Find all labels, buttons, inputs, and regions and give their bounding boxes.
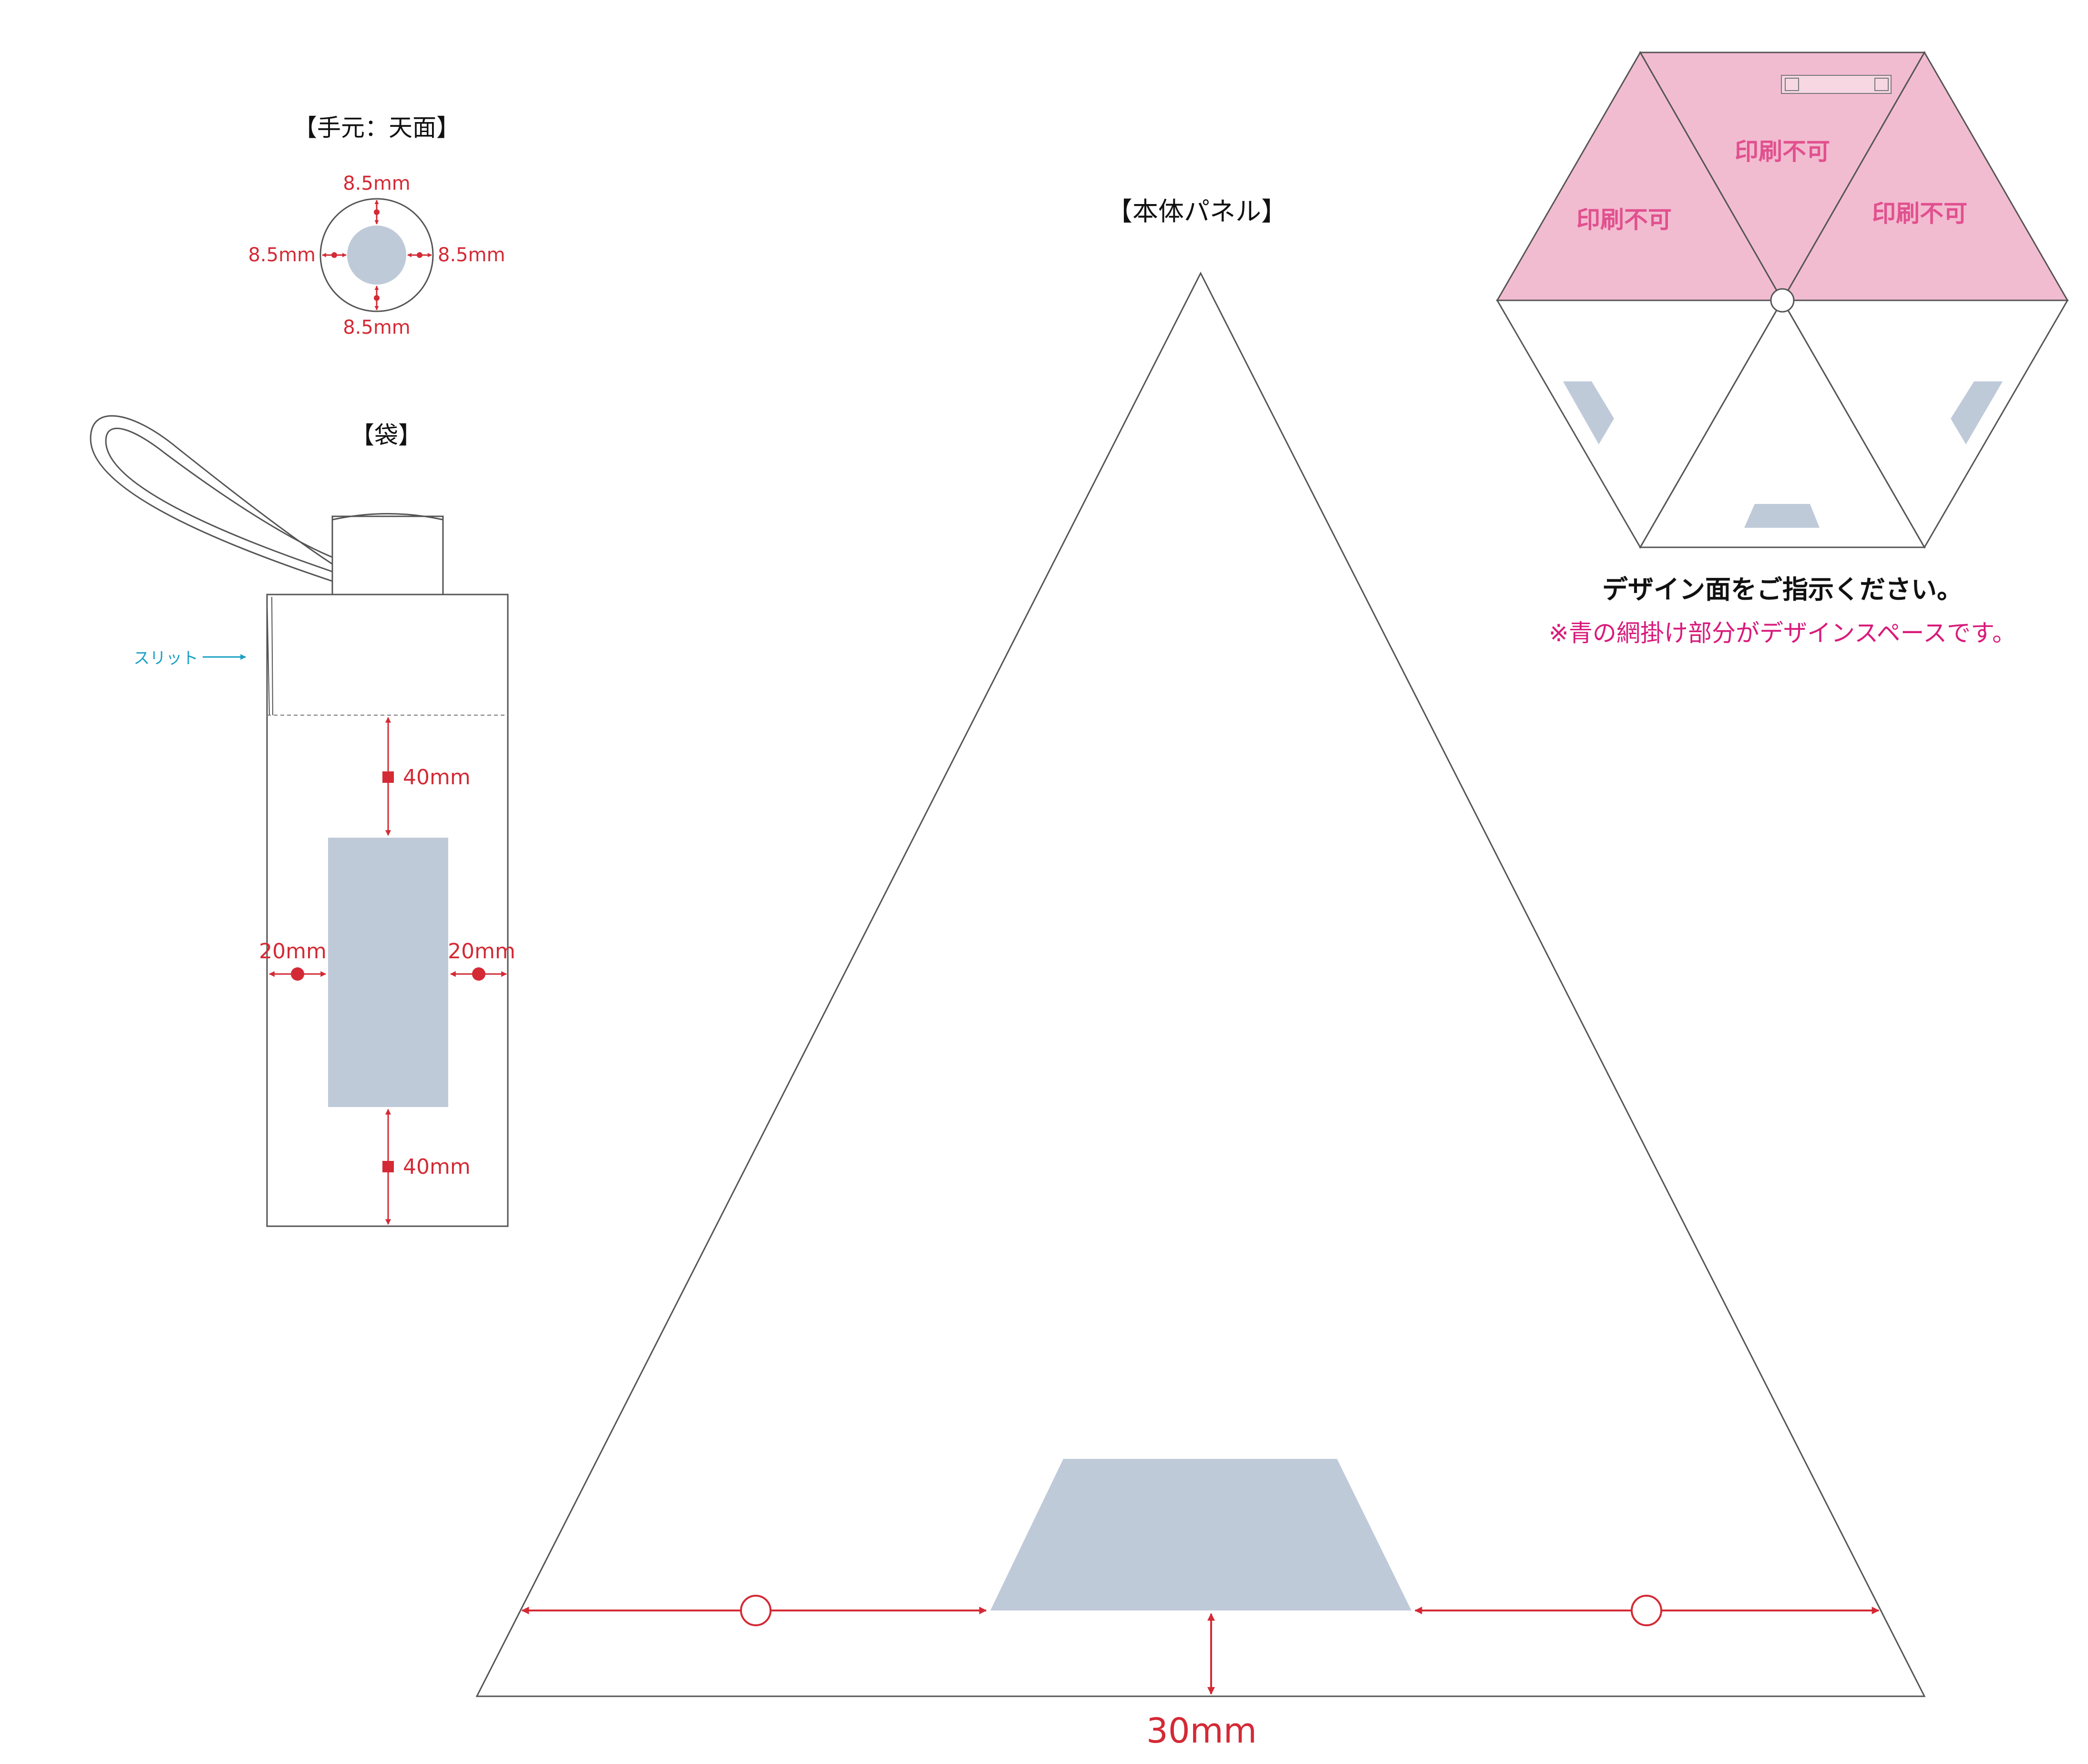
handle-dim-top-label: 8.5mm [343,173,411,195]
bag-cap [331,515,444,595]
bag-design-area [328,838,448,1107]
handle-dim-bottom-dot [374,295,380,301]
handle-top-section: 【手元：天面】 8.5mm 8.5mm 8.5mm 8.5mm [248,114,505,338]
bag-dim-left-dot [291,967,304,981]
handle-dim-bottom-label: 8.5mm [343,317,411,338]
panel-section: 【本体パネル】 30mm [475,196,1926,1751]
handle-dim-top-dot [374,209,380,215]
bag-dim-top-label: 40mm [403,765,471,790]
overview-no-print-label-top: 印刷不可 [1735,138,1830,165]
overview-center-circle [1770,288,1795,313]
bag-dim-top-marker [382,771,394,783]
handle-dim-left-label: 8.5mm [248,244,316,266]
panel-triangle [475,271,1926,1697]
bag-strap [90,415,334,583]
bag-dim-bottom-label: 40mm [403,1155,471,1179]
handle-top-title: 【手元：天面】 [293,114,460,142]
overview-sector-bottom-right [1781,299,2069,549]
bag-dim-left-label: 20mm [259,939,327,964]
panel-dim-right-circle [1631,1595,1662,1626]
panel-title: 【本体パネル】 [1107,196,1287,226]
overview-no-print-label-right: 印刷不可 [1872,200,1967,227]
overview-handle-badge [1781,75,1892,94]
bag-slit-label: スリット [134,649,198,668]
overview-design-area-bottom [1744,504,1820,528]
bag-flap-edge-2 [271,596,273,716]
bag-strap-inner [105,428,334,573]
handle-dim-right-label: 8.5mm [438,244,505,266]
panel-dim-left-circle [740,1595,771,1626]
panel-design-area [990,1459,1411,1610]
overview-handle-badge-right [1874,78,1889,91]
bag-dim-right-label: 20mm [448,939,515,964]
bag-dim-bottom-marker [382,1161,394,1172]
overview-section: 印刷不可 印刷不可 印刷不可 デザイン面をご指示ください。 ※青の網掛け部分がデ… [1496,51,2069,647]
bag-dim-right-dot [472,967,485,981]
bag-title: 【袋】 [350,421,422,449]
bag-cap-top [332,513,443,521]
overview-design-area-left [1563,381,1614,444]
handle-dim-right-dot [417,252,422,258]
handle-dim-left-dot [331,252,337,258]
panel-dim-bottom-label: 30mm [1146,1711,1257,1751]
overview-no-print-label-left: 印刷不可 [1576,206,1672,234]
bag-flap-edge [267,594,270,716]
overview-note: ※青の網掛け部分がデザインスペースです。 [1549,619,2016,647]
overview-handle-badge-left [1785,78,1799,91]
bag-section: 【袋】 スリット 40mm 40mm 20mm 20mm [90,415,515,1227]
overview-design-area-right [1951,381,2003,444]
handle-top-design-area [347,226,406,285]
overview-instruction: デザイン面をご指示ください。 [1602,574,1963,605]
